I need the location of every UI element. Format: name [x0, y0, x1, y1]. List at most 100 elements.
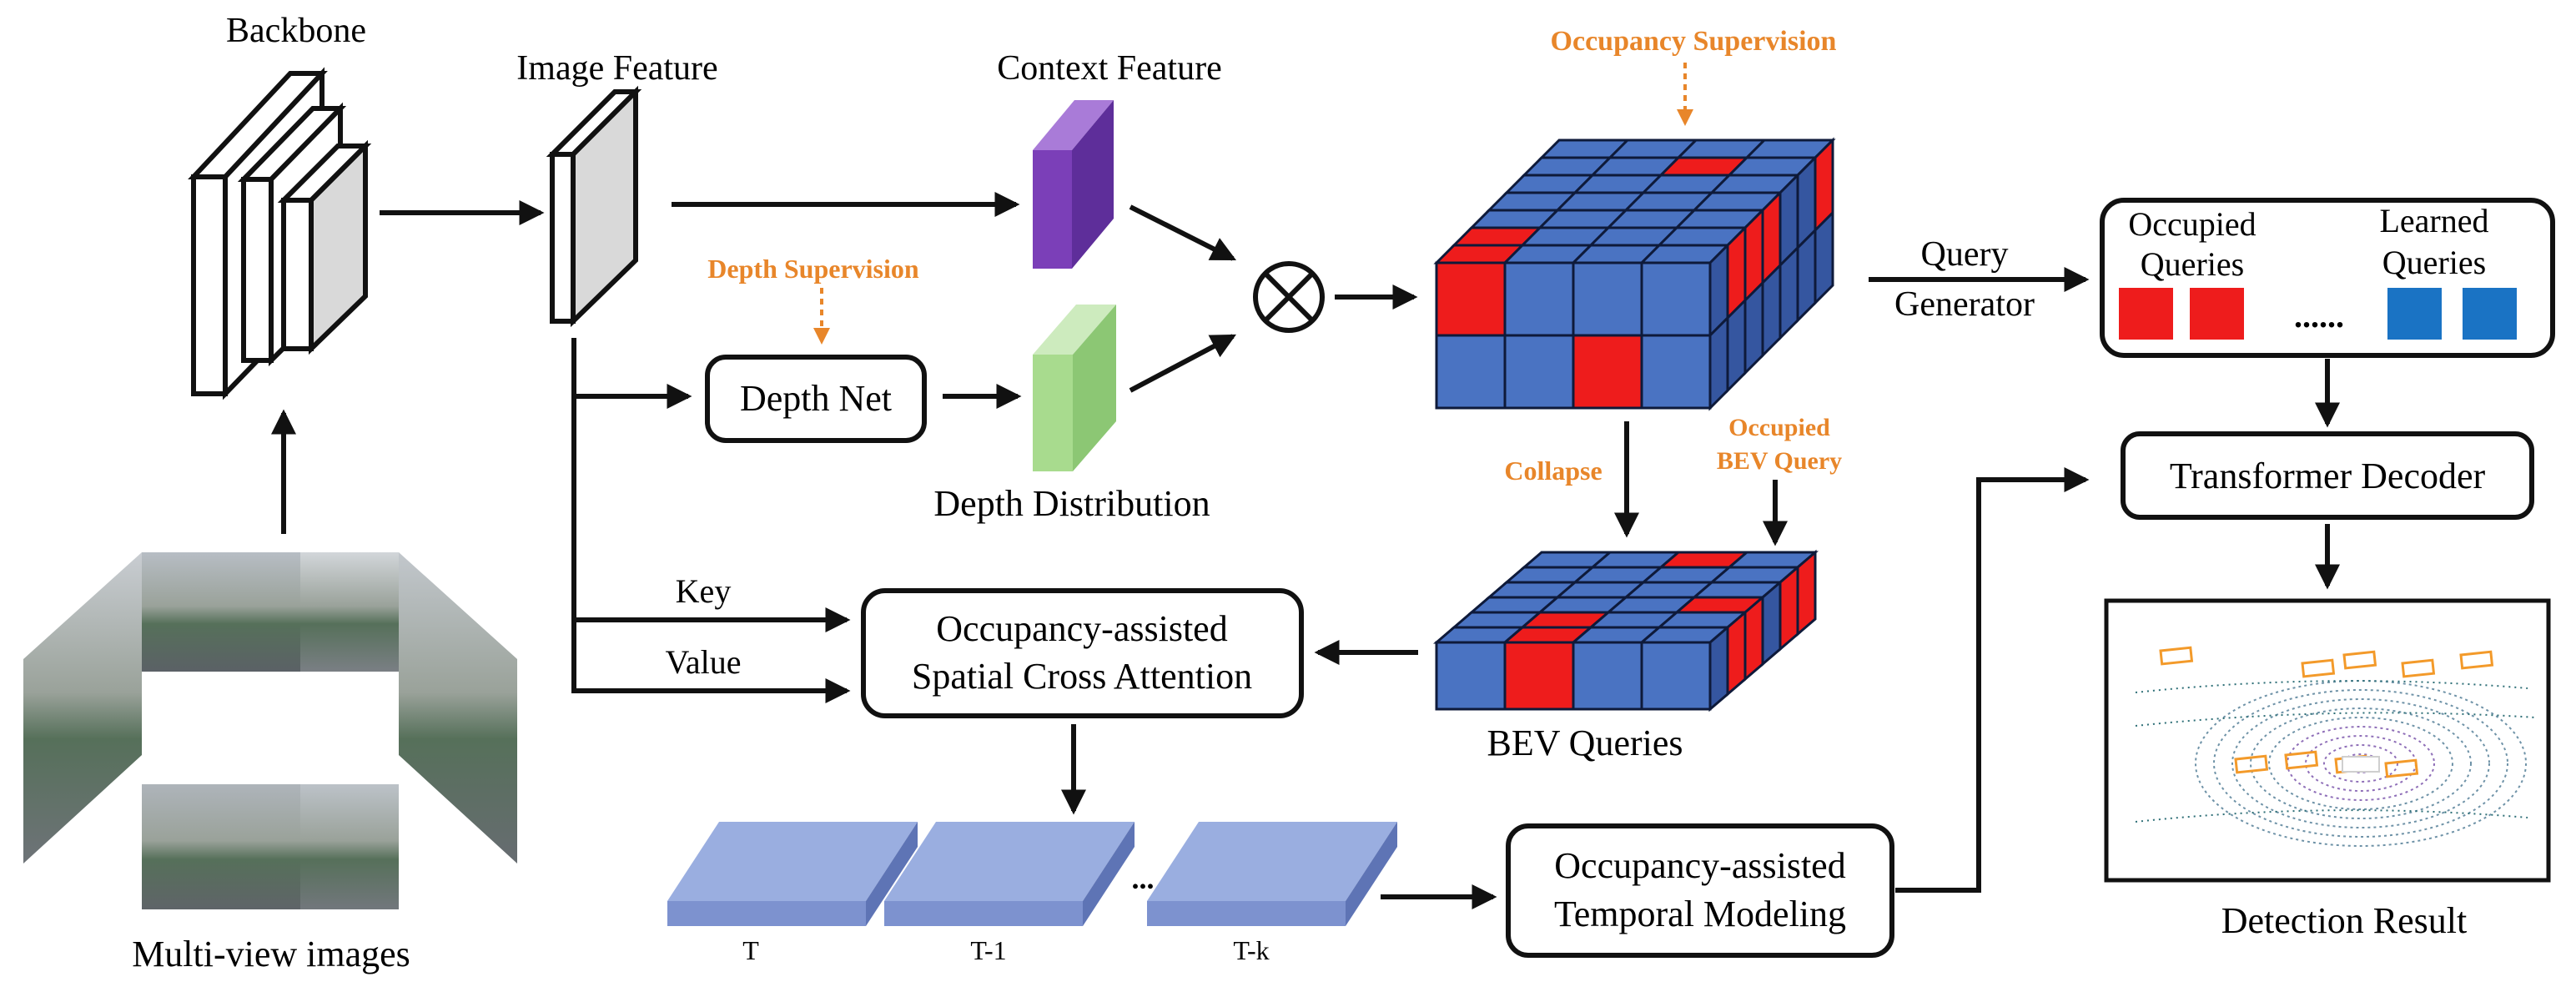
occupancy-voxel-front-cell [1435, 334, 1507, 410]
context-feature-block [1033, 100, 1114, 269]
time-label-tk: T-k [1233, 935, 1269, 965]
backbone-layers [188, 67, 372, 400]
temporal-modeling-label-2: Temporal Modeling [1554, 894, 1846, 934]
detection-box [2159, 646, 2194, 666]
image-feature-block [546, 85, 642, 328]
query-generator-label-2: Generator [1894, 285, 2035, 324]
occupied-query-token-1 [2119, 288, 2173, 340]
occupancy-voxel-side-cell [1779, 244, 1799, 341]
bev-query-cell-front-cell [1640, 641, 1712, 711]
arrow-temporal-to-decoder [1895, 467, 2090, 893]
occupancy-voxel-side-cell [1814, 209, 1834, 306]
bev-query-cell-side-cell [1796, 549, 1817, 637]
camera-view-4 [399, 552, 517, 864]
bev-query-cell-side-cell [1708, 624, 1729, 712]
occupancy-voxel-front-cell [1640, 334, 1712, 410]
depth-net-label: Depth Net [740, 378, 892, 419]
learned-queries-label-1: Learned [2379, 202, 2488, 239]
lidar-road-edge [2135, 809, 2528, 823]
detection-result-label: Detection Result [2221, 900, 2468, 941]
occupancy-voxel-front-cell [1572, 261, 1643, 337]
multi-view-images [23, 552, 517, 909]
arrow-feature-to-depthnet [571, 338, 692, 409]
time-label-dots: ... [1132, 862, 1155, 895]
camera-view-5 [142, 784, 300, 909]
lidar-ring [2213, 689, 2508, 838]
occupancy-voxel-side-cell [1743, 279, 1764, 376]
multi-view-images-label: Multi-view images [132, 934, 410, 974]
bev-query-cell-front-cell [1572, 641, 1643, 711]
lidar-road-edge [2135, 680, 2528, 693]
occupied-bev-query-label-1: Occupied [1728, 414, 1830, 441]
spatial-cross-attention-box [861, 588, 1304, 718]
detection-box [2384, 758, 2419, 778]
temporal-modeling-label-1: Occupancy-assisted [1554, 845, 1845, 886]
time-label-t: T [742, 935, 759, 965]
detection-box [2459, 650, 2494, 670]
detection-result-image [2104, 598, 2551, 883]
detection-box [2301, 658, 2336, 678]
learned-query-token-2 [2463, 288, 2517, 340]
detection-box [2342, 650, 2377, 670]
context-feature-label: Context Feature [997, 49, 1221, 88]
lidar-ring [2268, 717, 2453, 810]
transformer-decoder-box [2121, 431, 2534, 520]
query-generator-label-1: Query [1921, 235, 2009, 274]
depth-distribution-block [1033, 305, 1116, 471]
bev-queries-label: BEV Queries [1487, 723, 1683, 763]
depth-supervision-label: Depth Supervision [707, 254, 919, 284]
camera-view-1 [23, 552, 142, 864]
occupancy-voxel-side-cell [1726, 297, 1747, 394]
camera-view-2 [142, 552, 300, 672]
occupancy-voxel-front-cell [1503, 334, 1575, 410]
learned-queries-label-2: Queries [2382, 244, 2486, 281]
temporal-feature-tk [1147, 822, 1397, 926]
occupancy-voxel-side-cell [1708, 315, 1729, 411]
learned-query-token-1 [2387, 288, 2442, 340]
camera-view-3 [300, 552, 399, 672]
collapse-label: Collapse [1504, 456, 1602, 486]
transformer-decoder-label: Transformer Decoder [2170, 456, 2486, 496]
bev-query-cell-side-cell [1779, 564, 1799, 652]
detection-box [2234, 754, 2269, 774]
occupied-queries-label-2: Queries [2141, 245, 2244, 283]
lidar-ring [2250, 707, 2472, 819]
occupancy-voxel-front-cell [1572, 334, 1643, 410]
occupied-queries-label-1: Occupied [2128, 205, 2256, 243]
arrow-context-to-product [1129, 204, 1237, 261]
occupancy-voxel-front-cell [1640, 261, 1712, 337]
value-label: Value [665, 643, 741, 681]
occupied-query-token-2 [2190, 288, 2244, 340]
bev-query-cell-side-cell [1743, 594, 1764, 682]
queries-ellipsis: ...... [2294, 297, 2344, 335]
bev-queries-grid [1432, 549, 1819, 712]
occupied-bev-query-label-2: BEV Query [1717, 447, 1842, 475]
occupancy-voxel-side-cell [1796, 227, 1817, 324]
depth-distribution-label: Depth Distribution [933, 483, 1210, 524]
temporal-feature-t1 [884, 822, 1135, 926]
lidar-ring [2231, 698, 2490, 828]
temporal-modeling-box [1506, 823, 1894, 958]
lidar-ring [2195, 680, 2527, 847]
outer-product-symbol [1253, 261, 1325, 333]
temporal-feature-t [667, 822, 918, 926]
time-label-t1: T-1 [970, 935, 1006, 965]
ego-vehicle [2342, 756, 2380, 773]
occupancy-supervision-label: Occupancy Supervision [1551, 26, 1837, 57]
detection-box [2284, 750, 2319, 770]
occupancy-voxel-side-cell [1761, 262, 1782, 359]
bev-query-cell-front-cell [1435, 641, 1507, 711]
spatial-attention-label-1: Occupancy-assisted [936, 608, 1227, 649]
bev-query-cell-side-cell [1726, 609, 1747, 697]
camera-view-6 [300, 784, 399, 909]
occupancy-voxel-front-cell [1503, 261, 1575, 337]
depth-net-box [705, 355, 927, 443]
image-feature-label: Image Feature [516, 49, 717, 88]
detection-box [2401, 658, 2436, 678]
occupancy-volume [1433, 137, 1836, 411]
arrow-depth-to-product [1129, 334, 1236, 393]
occupancy-voxel-front-cell [1435, 261, 1507, 337]
backbone-label: Backbone [226, 12, 366, 50]
bev-query-cell-front-cell [1503, 641, 1575, 711]
